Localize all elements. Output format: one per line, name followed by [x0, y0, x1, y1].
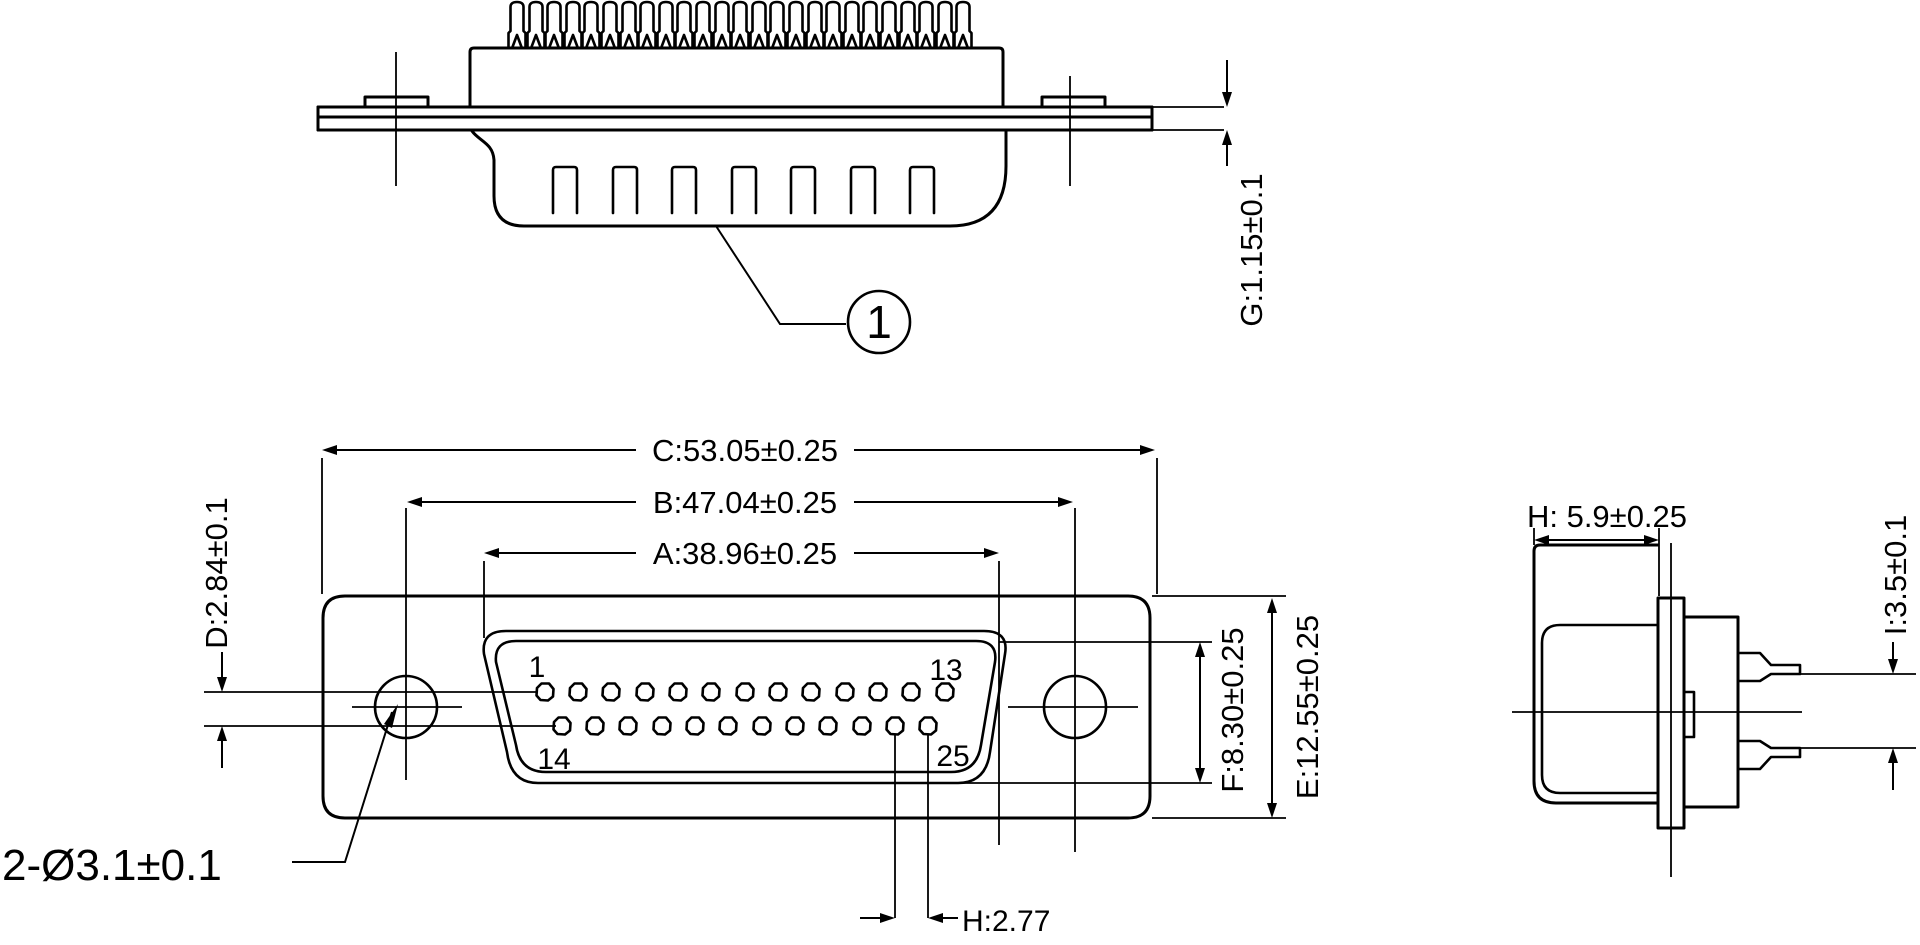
insert-outline-outer [482, 629, 1007, 785]
dim-h-side: H: 5.9±0.25 [1527, 499, 1687, 596]
side-center-key [1682, 690, 1696, 739]
pin-label-14: 14 [537, 743, 570, 776]
dim-pin-pitch-label: H:2.77 [962, 905, 1050, 938]
pin-row-top [535, 682, 955, 702]
dim-a-label: A:38.96±0.25 [653, 536, 837, 571]
pin-row-bottom [552, 716, 938, 736]
balloon-callout: 1 [715, 225, 912, 355]
header-pins-row [507, 0, 973, 49]
side-pin-upper [1736, 651, 1802, 683]
balloon-number: 1 [866, 296, 892, 348]
pin-label-25: 25 [936, 740, 969, 773]
dim-b: B:47.04±0.25 [407, 485, 1073, 520]
dim-g-label: G:1.15±0.1 [1234, 173, 1269, 326]
hole-note-label: 2-Ø3.1±0.1 [2, 841, 222, 890]
dim-d-label: D:2.84±0.1 [199, 497, 234, 648]
connector-body-top [468, 46, 1005, 109]
dim-b-label: B:47.04±0.25 [653, 485, 837, 520]
dim-e-label: E:12.55±0.25 [1290, 615, 1325, 799]
side-view: H: 5.9±0.25 I:3.5±0.1 [1512, 499, 1916, 877]
dim-pin-pitch: H:2.77 [860, 735, 1050, 938]
shell-front-outline [321, 594, 1152, 820]
dim-g: G:1.15±0.1 [1152, 60, 1269, 327]
side-shell-outer [1532, 543, 1660, 805]
dim-c-label: C:53.05±0.25 [652, 433, 838, 468]
side-shell-inner [1540, 623, 1660, 795]
dim-i-side: I:3.5±0.1 [1800, 515, 1916, 790]
dim-d: D:2.84±0.1 [199, 497, 556, 768]
balloon-circle [846, 289, 912, 355]
dim-a: A:38.96±0.25 [483, 536, 1000, 845]
shell-slots [551, 165, 936, 215]
side-pin-lower [1736, 739, 1802, 771]
dim-h-side-label: H: 5.9±0.25 [1527, 499, 1687, 534]
pin-label-1: 1 [529, 651, 546, 684]
hole-note: 2-Ø3.1±0.1 [2, 704, 398, 890]
dim-e: E:12.55±0.25 [1152, 595, 1325, 819]
pin-label-13: 13 [929, 654, 962, 687]
dim-c: C:53.05±0.25 [321, 433, 1158, 594]
dim-i-side-label: I:3.5±0.1 [1878, 515, 1913, 635]
insert-outline-inner [494, 639, 997, 774]
front-view: 1 13 14 25 C:53.05±0.25 B:47.04±0.25 [2, 433, 1325, 938]
dim-f: F:8.30±0.25 [962, 627, 1250, 793]
shell-skirt-outline [470, 129, 1008, 228]
top-view: 1 G:1.15±0.1 [316, 0, 1269, 355]
mounting-flange [316, 95, 1154, 132]
dim-f-label: F:8.30±0.25 [1215, 627, 1250, 792]
